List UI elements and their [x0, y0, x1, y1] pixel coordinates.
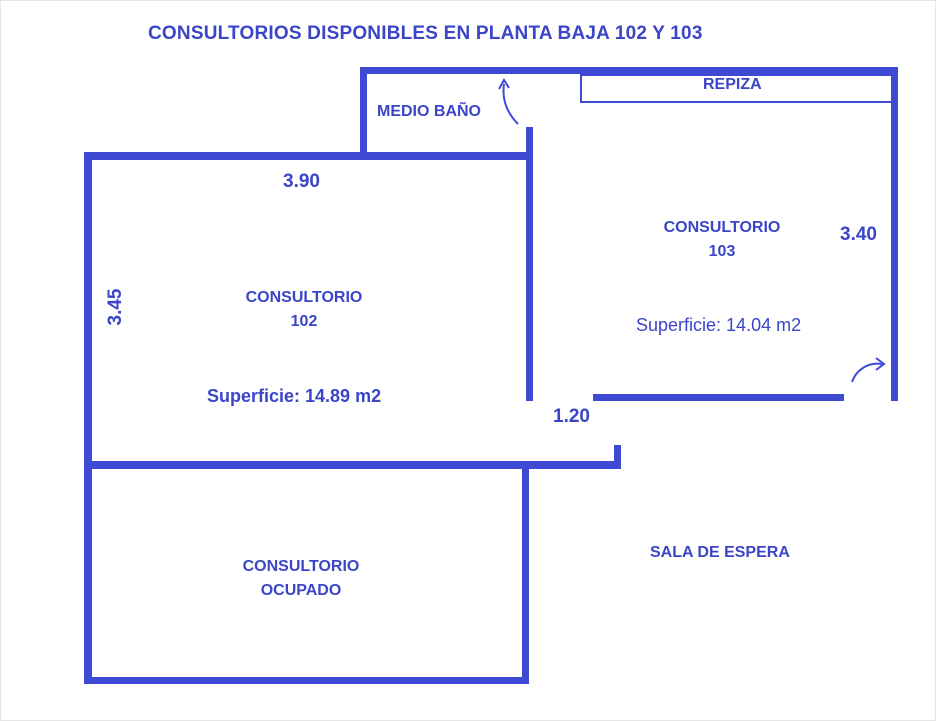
- wall-ocupado-right: [522, 461, 529, 684]
- door-arrow-icon-103: [851, 357, 886, 383]
- repiza-top-line: [580, 74, 891, 76]
- area-103: Superficie: 14.04 m2: [636, 315, 802, 335]
- wall-102-top: [84, 152, 533, 160]
- label-ocupado-line1: CONSULTORIO: [242, 558, 360, 575]
- wall-102-bottom: [84, 461, 621, 469]
- label-sala-espera: SALA DE ESPERA: [650, 544, 790, 561]
- dim-depth-102: 3.45: [105, 288, 126, 326]
- dim-door: 1.20: [553, 406, 590, 427]
- wall-103-bottom: [593, 394, 844, 401]
- wall-103-right: [891, 67, 898, 401]
- area-102: Superficie: 14.89 m2: [207, 386, 382, 406]
- label-ocupado-line2: OCUPADO: [260, 582, 342, 599]
- label-103-line2: 103: [708, 243, 736, 260]
- wall-bano-top: [360, 67, 530, 74]
- label-repiza: REPIZA: [703, 76, 762, 93]
- wall-bano-left: [360, 67, 367, 159]
- plan-title: CONSULTORIOS DISPONIBLES EN PLANTA BAJA …: [148, 23, 703, 44]
- label-consultorio-ocupado: CONSULTORIO OCUPADO: [211, 555, 391, 603]
- wall-ocupado-bottom: [84, 677, 529, 684]
- dim-depth-103: 3.40: [840, 224, 877, 245]
- label-consultorio-103: CONSULTORIO 103: [632, 216, 812, 264]
- label-medio-bano: MEDIO BAÑO: [377, 103, 481, 120]
- label-consultorio-102: CONSULTORIO 102: [214, 286, 394, 334]
- wall-103-top: [526, 67, 898, 74]
- label-102-line2: 102: [290, 313, 318, 330]
- wall-102-right-stub: [614, 445, 621, 469]
- repiza-bottom-line: [580, 101, 891, 103]
- repiza-left-line: [580, 74, 582, 103]
- label-102-line1: CONSULTORIO: [245, 289, 363, 306]
- label-103-line1: CONSULTORIO: [663, 219, 781, 236]
- door-arrow-icon: [498, 78, 519, 125]
- wall-103-left: [526, 127, 533, 401]
- dim-width-102: 3.90: [283, 171, 320, 192]
- wall-102-left: [84, 152, 92, 684]
